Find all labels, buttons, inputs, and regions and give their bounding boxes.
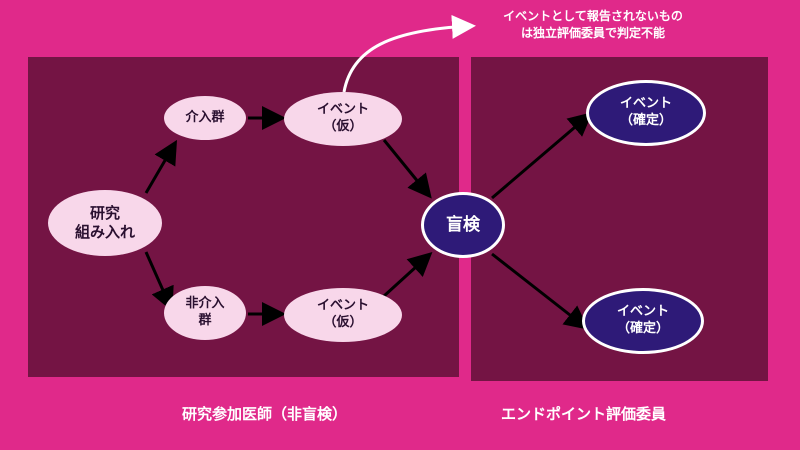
annotation-line-2: は独立評価委員で判定不能 <box>520 26 665 41</box>
unreported-events-annotation: イベントとして報告されないもの は独立評価委員で判定不能 <box>468 8 718 43</box>
arrow-event1-to-blind <box>382 139 432 199</box>
node-event-confirmed-2: イベント （確定） <box>582 288 704 354</box>
arrow-blind-to-confirmed1 <box>491 112 593 200</box>
arrow-event1-to-annotation <box>342 14 476 93</box>
annotation-line-1: イベントとして報告されないもの <box>503 9 683 23</box>
node-event-provisional-2: イベント （仮） <box>284 288 402 342</box>
investigator-panel-label: 研究参加医師（非盲検） <box>182 405 348 423</box>
node-event-confirmed-1: イベント （確定） <box>586 80 706 146</box>
arrow-event2-to-blind <box>382 251 433 298</box>
node-event-provisional-1: イベント （仮） <box>284 92 402 146</box>
node-intervention-group: 介入群 <box>164 96 246 140</box>
node-study-entry: 研究 組み入れ <box>48 190 162 256</box>
committee-panel-label: エンドポイント評価委員 <box>501 405 667 423</box>
arrow-entry-to-intervention <box>144 139 178 194</box>
node-non-intervention-group: 非介入 群 <box>164 286 246 340</box>
arrow-entry-to-nonintervention <box>144 251 174 312</box>
arrow-blind-to-confirmed2 <box>491 252 589 330</box>
node-blind-review: 盲検 <box>421 192 505 258</box>
